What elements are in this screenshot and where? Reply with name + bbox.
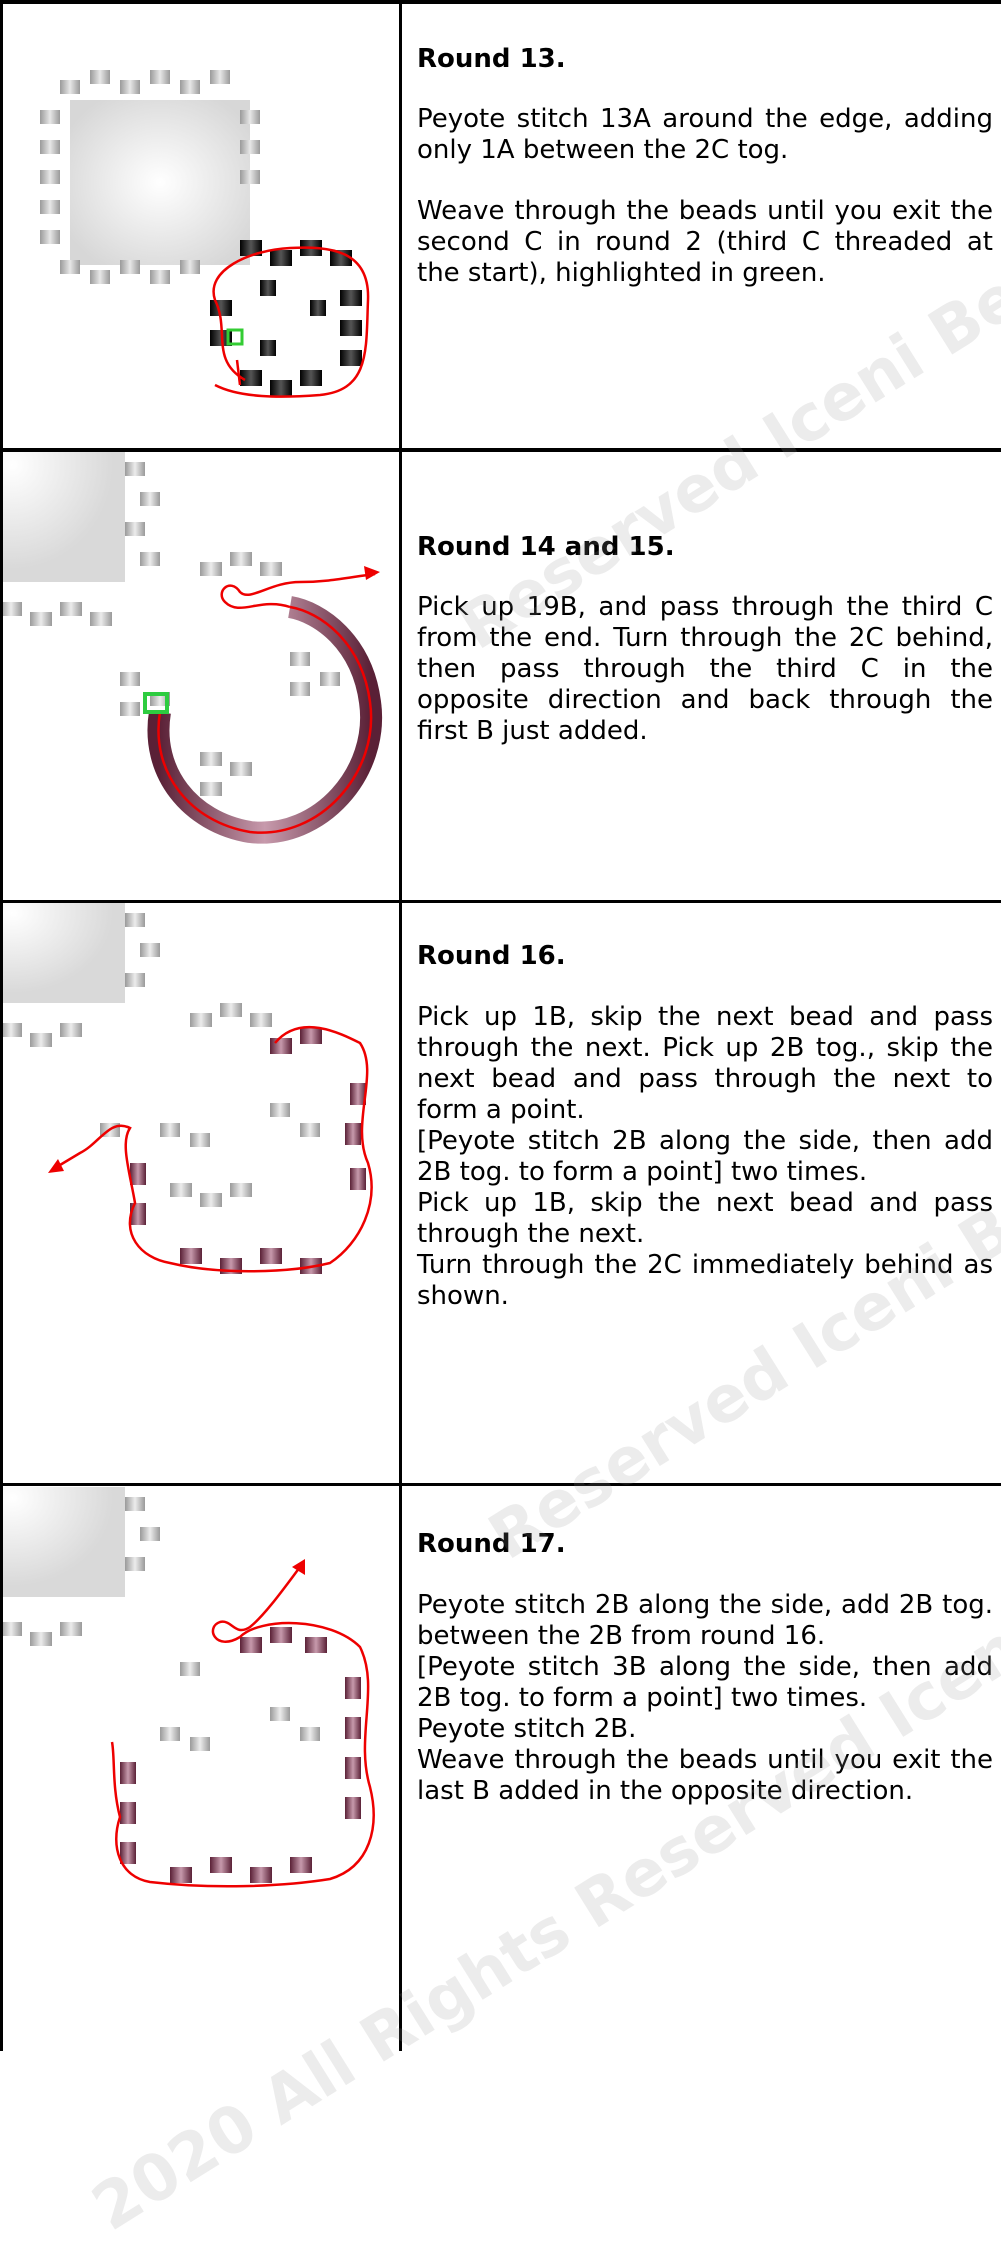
table-row-divider-1 [0, 448, 1001, 452]
round-13-row: Round 13. Peyote stitch 13A around the e… [0, 0, 1001, 448]
table-row-divider-3 [0, 1483, 1001, 1486]
round-16-line-4: Turn through the 2C immediately behind a… [417, 1250, 993, 1311]
round-17-line-3: Peyote stitch 2B. [417, 1714, 637, 1744]
round-16-line-3: Pick up 1B, skip the next bead and pass … [417, 1188, 993, 1249]
round-17-diagram [0, 1487, 400, 2051]
table-column-divider [399, 0, 402, 2051]
table-row-divider-2 [0, 900, 1001, 903]
round-16-diagram [0, 903, 400, 1483]
round-16-row: Round 16. Pick up 1B, skip the next bead… [0, 903, 1001, 1483]
round-16-line-1: Pick up 1B, skip the next bead and pass … [417, 1002, 993, 1125]
round-16-line-2: [Peyote stitch 2B along the side, then a… [417, 1126, 993, 1187]
table-border-top [0, 0, 1001, 4]
round-17-line-4: Weave through the beads until you exit t… [417, 1745, 993, 1806]
round-16-title: Round 16. [417, 941, 566, 971]
round-14-15-paragraph: Pick up 19B, and pass through the third … [417, 592, 993, 746]
round-13-paragraph-2: Weave through the beads until you exit t… [417, 196, 993, 288]
round-13-diagram [0, 0, 400, 448]
round-13-paragraph-1: Peyote stitch 13A around the edge, addin… [417, 104, 993, 165]
round-17-line-1: Peyote stitch 2B along the side, add 2B … [417, 1590, 993, 1651]
round-17-title: Round 17. [417, 1529, 566, 1559]
round-14-15-row: Round 14 and 15. Pick up 19B, and pass t… [0, 452, 1001, 900]
round-17-line-2: [Peyote stitch 3B along the side, then a… [417, 1652, 993, 1713]
round-14-15-diagram [0, 452, 400, 900]
round-17-row: Round 17. Peyote stitch 2B along the sid… [0, 1487, 1001, 2051]
round-14-15-title: Round 14 and 15. [417, 532, 675, 562]
table-border-left [0, 0, 3, 2051]
round-13-title: Round 13. [417, 44, 566, 74]
